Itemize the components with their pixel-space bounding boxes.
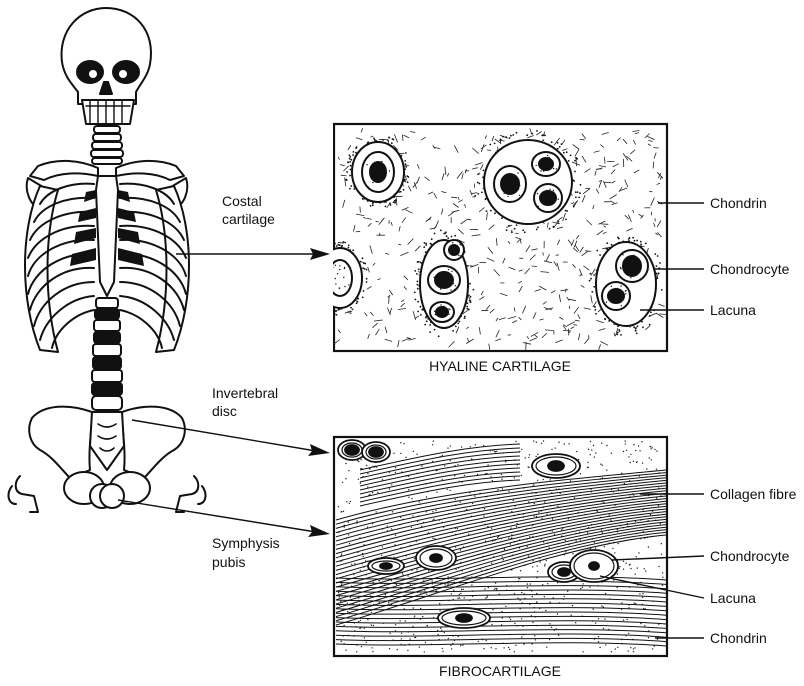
clavicle-right <box>116 161 184 180</box>
chondrocyte-nucleus <box>370 162 386 182</box>
label-disc-line2: disc <box>212 403 237 419</box>
cervical-vertebrae <box>91 126 123 164</box>
fibro-chondrocyte <box>570 550 618 582</box>
chondrocyte-nucleus <box>449 245 459 255</box>
fibro-label-lacuna: Lacuna <box>710 590 756 606</box>
chondrocyte-nucleus <box>548 461 564 471</box>
chondrocyte-nucleus <box>456 614 472 622</box>
fibro-label-chondrin: Chondrin <box>710 630 767 646</box>
skeleton-illustration <box>9 8 206 512</box>
fibro-chondrocyte <box>362 442 390 462</box>
hyaline-label-chondrocyte: Chondrocyte <box>710 261 790 277</box>
clavicle-left <box>30 161 98 180</box>
chondrocyte-nucleus <box>345 445 359 455</box>
skull <box>62 8 151 124</box>
chondrocyte-nucleus <box>539 158 553 170</box>
fibro-chondrocyte <box>368 558 404 574</box>
fibro-chondrocyte <box>438 608 490 628</box>
hyaline-label-chondrin: Chondrin <box>710 195 767 211</box>
chondrocyte-nucleus <box>540 191 556 205</box>
fibrocartilage-panel <box>334 437 667 656</box>
chondrocyte-nucleus <box>435 272 453 288</box>
skeleton-label-group: Costal cartilage Invertebral disc Symphy… <box>212 193 280 570</box>
label-costal-line2: cartilage <box>222 211 275 227</box>
label-symphysis-line1: Symphysis <box>212 535 280 551</box>
pelvis <box>9 407 206 512</box>
chondrocyte-nucleus <box>369 447 383 457</box>
label-disc-line1: Invertebral <box>212 385 278 401</box>
chondrocyte-nucleus <box>589 562 599 570</box>
fibro-caption: FIBROCARTILAGE <box>439 663 561 679</box>
hyaline-cartilage-panel <box>300 124 667 351</box>
chondrocyte-nucleus <box>436 307 448 317</box>
chondrocyte-nucleus <box>380 563 392 569</box>
hyaline-label-lacuna: Lacuna <box>710 302 756 318</box>
chondrocyte-nucleus <box>608 289 624 303</box>
fibro-chondrocyte <box>532 454 580 478</box>
fibro-label-collagen-fibre: Collagen fibre <box>710 486 797 502</box>
chondrocyte-nucleus <box>623 256 641 276</box>
hyaline-caption: HYALINE CARTILAGE <box>429 358 571 374</box>
chondrocyte-nucleus <box>430 554 442 562</box>
fibro-chondrocyte <box>416 546 456 570</box>
lumbar-spine <box>92 298 122 410</box>
fibro-label-chondrocyte: Chondrocyte <box>710 548 790 564</box>
chondrocyte-nucleus <box>501 174 519 194</box>
chondrocyte-nucleus <box>558 568 570 576</box>
label-costal-line1: Costal <box>222 193 262 209</box>
label-symphysis-line2: pubis <box>212 554 245 570</box>
